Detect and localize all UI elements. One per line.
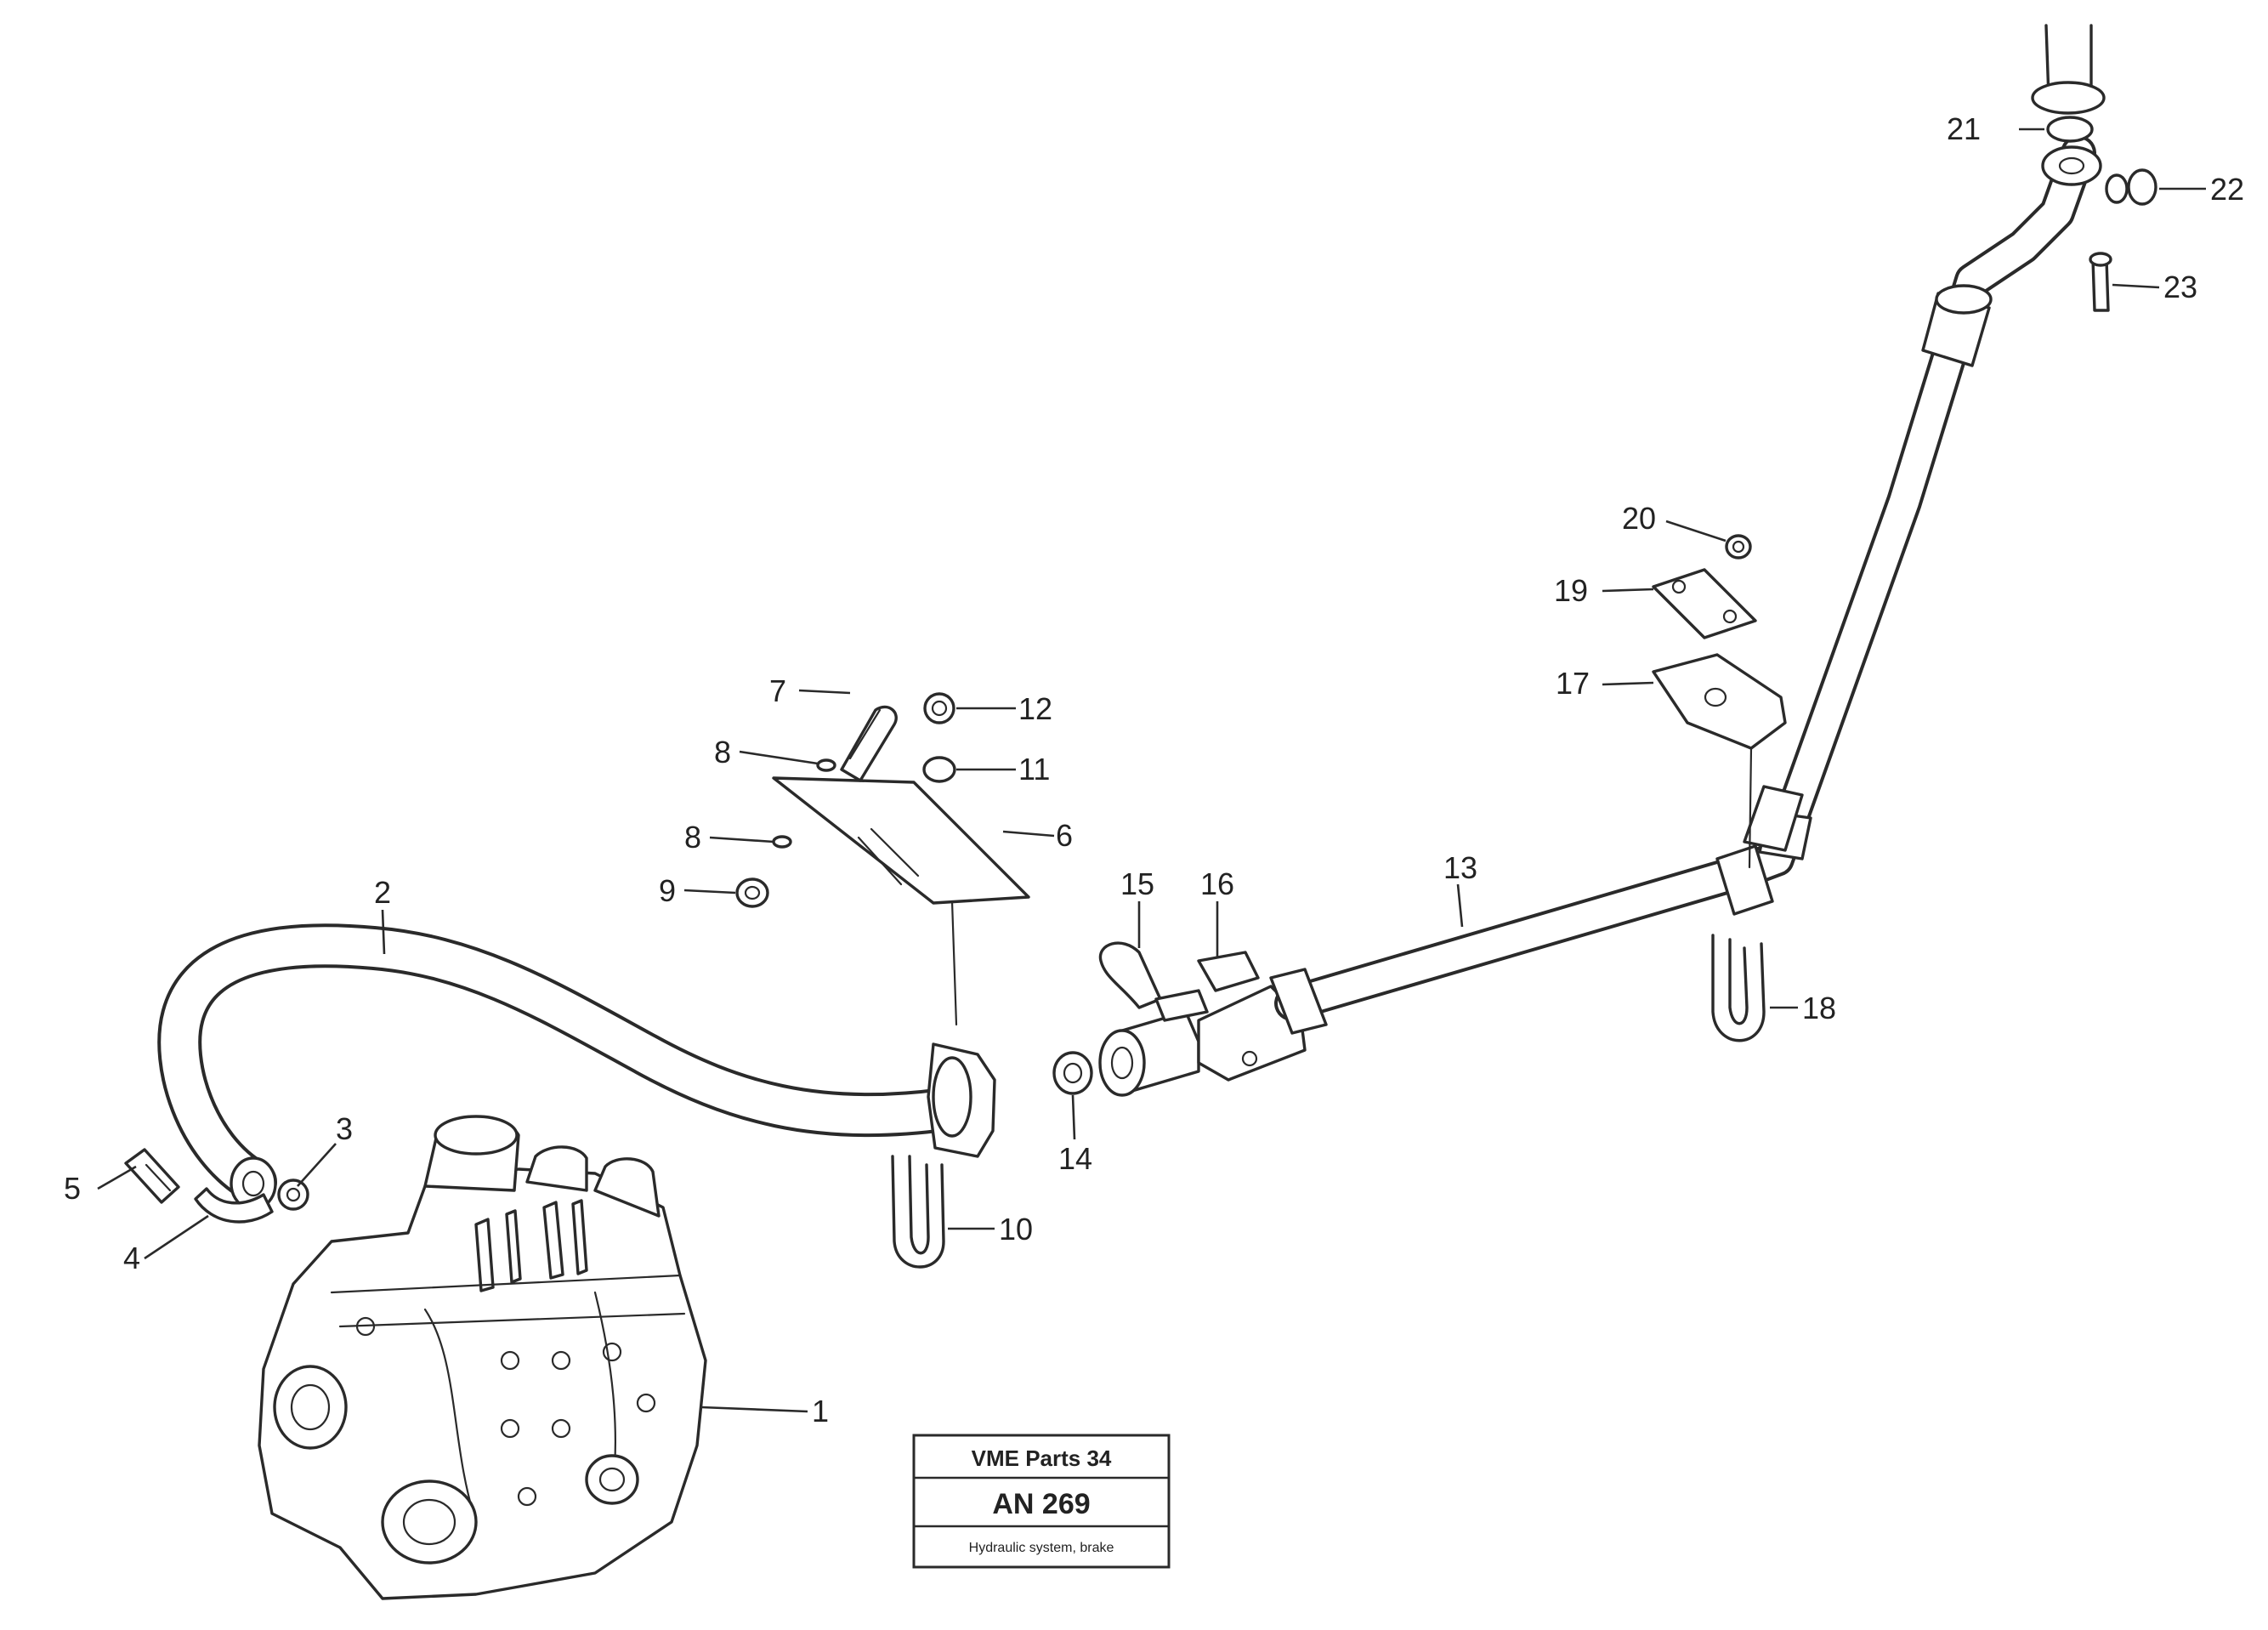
part-6-bracket-plate: [772, 776, 1030, 1026]
part-2-hose: [157, 923, 966, 1211]
part-8-washer: [816, 758, 836, 772]
callout-5: 5: [64, 1171, 81, 1206]
part-16-clamp: [1154, 951, 1260, 1022]
part-1-control-valve: [258, 1115, 707, 1600]
part-5-bolt: [124, 1148, 180, 1204]
part-8b-washer: [772, 835, 792, 849]
part-7-bolt: [840, 705, 898, 782]
part-14-nut: [1052, 1051, 1093, 1095]
callout-21: 21: [1947, 111, 1981, 146]
part-17-clamp-block: [1652, 653, 1787, 869]
callout-19: 19: [1554, 573, 1588, 608]
part-10-u-bolt: [891, 1155, 945, 1269]
part-11-washer: [922, 756, 956, 783]
part-3-washer: [277, 1178, 309, 1211]
reference-stamp: VME Parts 34 AN 269 Hydraulic system, br…: [912, 1434, 1171, 1569]
callout-22: 22: [2210, 172, 2244, 207]
callout-7: 7: [769, 673, 786, 708]
part-20-bolt: [1725, 534, 1752, 559]
callout-17: 17: [1556, 666, 1590, 701]
part-22-nut: [2105, 168, 2157, 206]
stamp-line-2: AN 269: [992, 1488, 1090, 1520]
part-9-nut: [735, 877, 769, 908]
part-21-fitting: [2031, 24, 2106, 186]
stamp-frame: [912, 1434, 1171, 1569]
callout-2: 2: [374, 875, 391, 910]
part-15-clamp: [1098, 941, 1162, 1009]
callout-13: 13: [1443, 850, 1477, 885]
part-12-nut: [923, 692, 955, 724]
callout-3: 3: [336, 1111, 353, 1146]
part-13-steel-pipe: [1269, 135, 2096, 1035]
part-18-u-bolt: [1711, 934, 1766, 1042]
callout-10: 10: [999, 1212, 1033, 1247]
part-19-plate: [1652, 568, 1757, 639]
callout-16: 16: [1200, 866, 1234, 901]
callout-9: 9: [659, 873, 676, 908]
part-23-bolt: [2089, 252, 2112, 312]
stamp-line-1: VME Parts 34: [972, 1445, 1112, 1471]
bulkhead-fitting: [927, 1042, 996, 1158]
callout-18: 18: [1802, 991, 1836, 1025]
callout-12: 12: [1018, 691, 1052, 726]
callout-11: 11: [1018, 752, 1050, 787]
callout-labels: 1 2 3 4 5 6 7 8 8 9 10 11 12 13 14 15 16…: [64, 111, 2244, 1428]
callout-14: 14: [1058, 1141, 1092, 1176]
callout-6: 6: [1056, 818, 1073, 853]
stamp-line-3: Hydraulic system, brake: [969, 1541, 1114, 1555]
callout-23: 23: [2163, 270, 2197, 304]
part-4-clamp: [194, 1187, 274, 1224]
leader-lines: [97, 128, 2206, 1413]
callout-8: 8: [714, 735, 731, 770]
callout-8b: 8: [684, 820, 701, 855]
callout-15: 15: [1120, 866, 1154, 901]
callout-4: 4: [123, 1241, 140, 1275]
callout-1: 1: [812, 1394, 829, 1428]
callout-20: 20: [1622, 501, 1656, 536]
